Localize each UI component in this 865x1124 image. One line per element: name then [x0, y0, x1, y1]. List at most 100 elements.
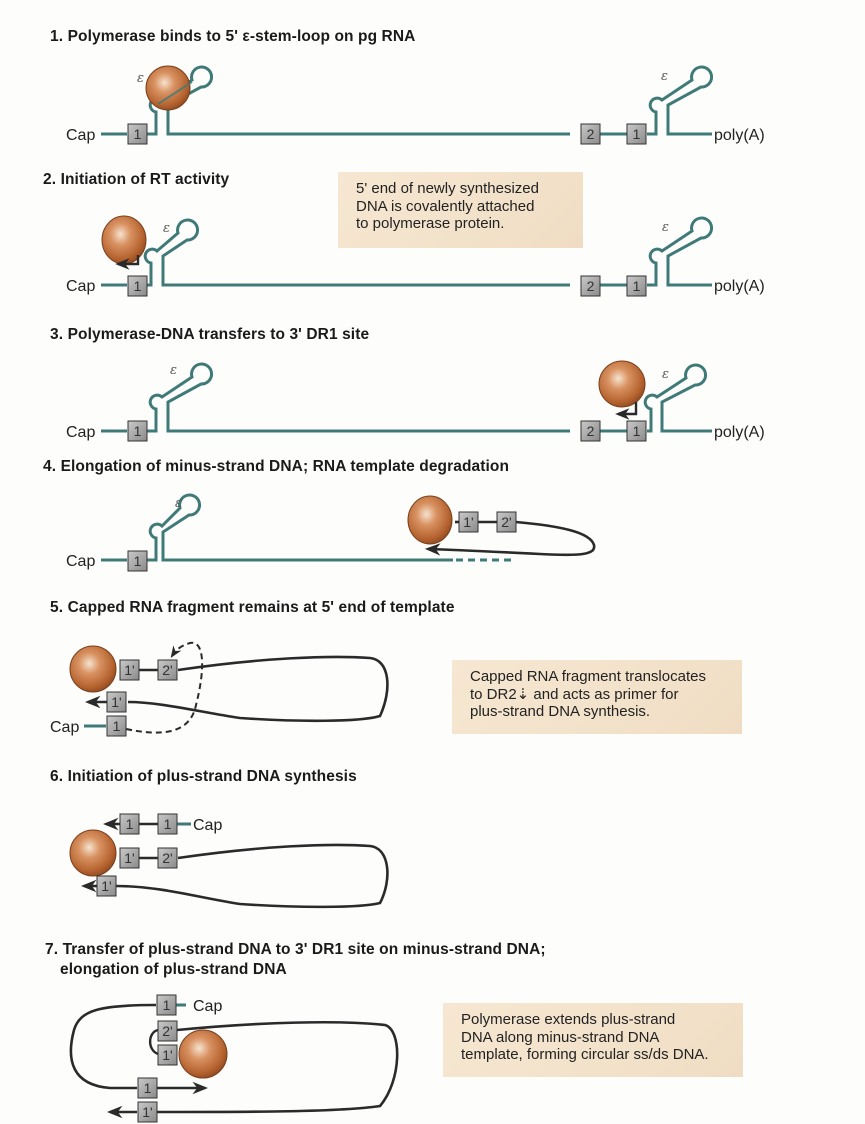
dr1-box-capped: 1	[106, 715, 127, 737]
dr2-prime-box: 2'	[157, 847, 178, 869]
cap-label: Cap	[66, 424, 95, 441]
svg-text:1: 1	[144, 1080, 152, 1096]
svg-text:1': 1'	[101, 878, 111, 894]
dr2-box: 2	[580, 123, 601, 145]
step-7-diagram: Cap 1 2' 1' 1 1'	[69, 994, 399, 1123]
epsilon-label: ε	[175, 496, 182, 511]
svg-text:1: 1	[633, 278, 641, 294]
dr1-prime-box-minus: 1'	[137, 1101, 158, 1123]
svg-text:1': 1'	[124, 662, 134, 678]
dr1-prime-box: 1'	[119, 847, 140, 869]
svg-text:1: 1	[134, 126, 142, 142]
svg-text:1: 1	[163, 997, 171, 1013]
polymerase-protein	[101, 215, 147, 265]
plus-strand-outer-loop	[69, 1003, 157, 1090]
step-1-title: 1. Polymerase binds to 5' ε-stem-loop on…	[50, 28, 416, 45]
step-7-title: 7. Transfer of plus-strand DNA to 3' DR1…	[45, 941, 546, 958]
svg-text:2': 2'	[162, 1023, 172, 1039]
dr1-box-capped: 1	[156, 994, 177, 1016]
svg-text:1: 1	[113, 718, 121, 734]
epsilon-label: ε	[662, 220, 669, 235]
epsilon-stem-loop-3prime	[647, 65, 713, 136]
step-7-title-line2: elongation of plus-strand DNA	[60, 961, 287, 978]
polymerase-protein	[598, 360, 646, 408]
dr2-box: 2	[580, 275, 601, 297]
epsilon-stem-loop-5prime	[147, 493, 453, 562]
epsilon-label: ε	[661, 69, 668, 84]
note-step7: Polymerase extends plus-strand DNA along…	[443, 1003, 743, 1077]
step-2-title: 2. Initiation of RT activity	[43, 171, 230, 188]
svg-text:1': 1'	[142, 1104, 152, 1120]
svg-text:1: 1	[134, 553, 142, 569]
dr-junction-link	[148, 1028, 159, 1056]
svg-text:1: 1	[134, 423, 142, 439]
step-5-title: 5. Capped RNA fragment remains at 5' end…	[50, 599, 455, 616]
epsilon-stem-loop-5prime	[143, 218, 570, 287]
svg-text:1: 1	[633, 423, 641, 439]
step-6-diagram: Cap 1 1 1' 2' 1'	[69, 813, 389, 909]
epsilon-stem-loop-5prime	[147, 65, 570, 136]
epsilon-label: ε	[137, 71, 144, 86]
dr1-box-3prime: 1	[626, 420, 647, 442]
svg-text:1: 1	[134, 278, 142, 294]
note-step5: Capped RNA fragment translocates to DR2⇣…	[452, 660, 742, 734]
polymerase-protein	[407, 495, 453, 545]
dr1-prime-box: 1'	[458, 511, 479, 533]
svg-text:1': 1'	[463, 514, 473, 530]
dr1-box: 1	[127, 275, 148, 297]
step-6-title: 6. Initiation of plus-strand DNA synthes…	[50, 768, 357, 785]
dr2-box: 2	[580, 420, 601, 442]
polymerase-protein	[69, 645, 117, 693]
dr1-prime-box-minus: 1'	[96, 875, 117, 897]
svg-text:2': 2'	[162, 850, 172, 866]
cap-label: Cap	[193, 817, 222, 834]
step-3-title: 3. Polymerase-DNA transfers to 3' DR1 si…	[50, 326, 370, 343]
cap-label: Cap	[50, 719, 79, 736]
polymerase-protein	[69, 829, 117, 877]
step-5-diagram: Cap 1' 2' 1' 1	[50, 641, 389, 737]
dr1-box-3prime: 1	[626, 275, 647, 297]
polymerase-protein	[178, 1029, 228, 1079]
svg-text:1': 1'	[124, 850, 134, 866]
svg-text:2: 2	[587, 423, 595, 439]
minus-strand-loop	[115, 843, 389, 909]
stem-overlay	[157, 81, 193, 105]
nascent-dna-arrow	[615, 402, 638, 420]
svg-text:2': 2'	[501, 514, 511, 530]
polya-label: poly(A)	[714, 127, 765, 144]
epsilon-label: ε	[662, 367, 669, 382]
nascent-dna-arrow	[115, 255, 140, 270]
epsilon-stem-loop-3prime	[643, 363, 712, 433]
dr1-box: 1	[127, 420, 148, 442]
epsilon-label: ε	[170, 363, 177, 378]
epsilon-stem-loop-5prime	[147, 362, 570, 433]
minus-strand-loop	[127, 655, 389, 723]
step-2-diagram: ε ε Cap poly(A) 1 2 1	[66, 215, 765, 297]
svg-text:2: 2	[587, 278, 595, 294]
cap-label: Cap	[66, 278, 95, 295]
epsilon-label: ε	[163, 221, 170, 236]
dr1-prime-box: 1'	[157, 1044, 178, 1066]
polya-label: poly(A)	[714, 278, 765, 295]
svg-text:1: 1	[633, 126, 641, 142]
note-step2: 5' end of newly synthesized DNA is coval…	[338, 172, 583, 248]
dr2-prime-box: 2'	[496, 511, 517, 533]
svg-text:1': 1'	[162, 1047, 172, 1063]
svg-text:1': 1'	[111, 694, 121, 710]
svg-text:2: 2	[587, 126, 595, 142]
dr1-box: 1	[127, 123, 148, 145]
svg-text:1: 1	[126, 816, 134, 832]
dr2-prime-box: 2'	[157, 659, 178, 681]
dr1-box-plus: 1	[137, 1077, 158, 1099]
translocation-dashed-arrow	[125, 641, 204, 734]
minus-strand-dna	[428, 520, 596, 555]
step-1-diagram: ε ε Cap poly(A) 1 2 1	[66, 65, 765, 145]
dr1-box-3prime: 1	[626, 123, 647, 145]
cap-label: Cap	[193, 998, 222, 1015]
dr1-box: 1	[127, 550, 148, 572]
dr1-box-capped: 1	[157, 813, 178, 835]
minus-strand-loop	[156, 1020, 399, 1114]
epsilon-stem-loop-3prime	[647, 216, 713, 287]
